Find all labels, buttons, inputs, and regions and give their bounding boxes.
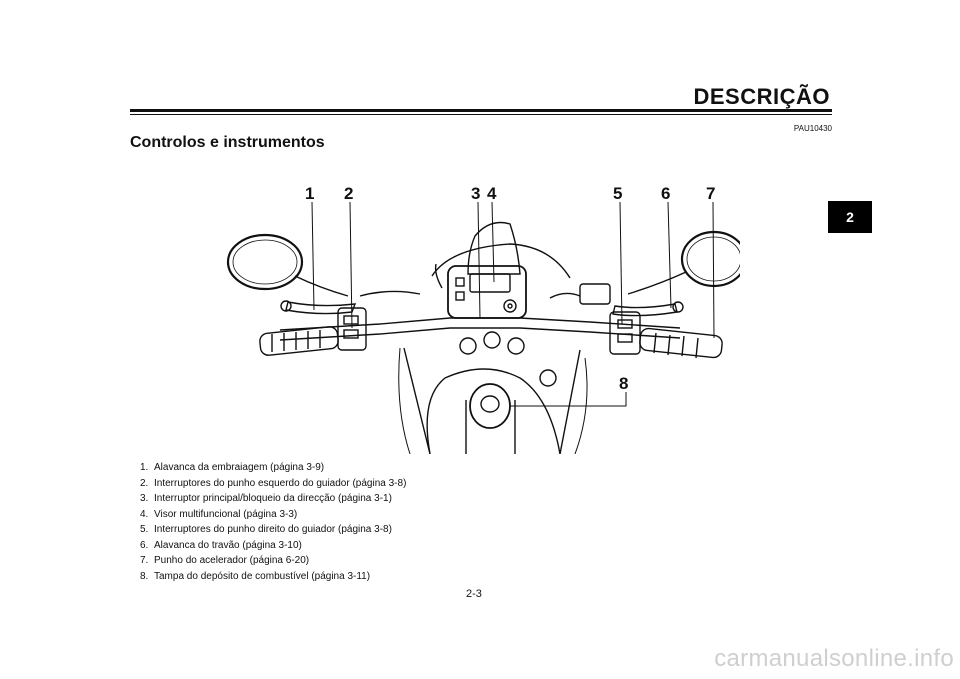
callout-7: 7 [706, 184, 715, 203]
parts-legend: 1.Alavanca da embraiagem (página 3-9) 2.… [140, 460, 406, 584]
legend-item: 6.Alavanca do travão (página 3-10) [140, 539, 302, 551]
instrument-cluster [447, 265, 527, 319]
page-header-title: DESCRIÇÃO [693, 84, 830, 109]
legend-item: 5.Interruptores do punho direito do guia… [140, 524, 392, 535]
legend-item: 7.Punho do acelerador (página 6-20) [140, 555, 310, 566]
right-mirror-stem [627, 271, 687, 295]
legend-item: 4.Visor multifuncional (página 3-3) [140, 508, 298, 520]
brake-reservoir [579, 283, 611, 305]
callout-6: 6 [661, 184, 670, 203]
watermark: carmanualsonline.info [714, 645, 954, 672]
motorcycle-controls-illustration: 1 2 3 4 5 6 7 8 [220, 178, 748, 455]
callout-4: 4 [487, 184, 497, 203]
callout-2: 2 [344, 184, 353, 203]
chapter-tab: 2 [828, 201, 872, 233]
left-grip [259, 326, 339, 356]
legend-item: 2.Interruptores do punho esquerdo do gui… [140, 477, 407, 489]
legend-item: 8.Tampa do depósito de combustível (pági… [140, 570, 371, 582]
main-switch [459, 337, 477, 355]
brake-lever [612, 303, 678, 317]
legend-item: 3.Interruptor principal/bloqueio da dire… [140, 493, 392, 504]
right-switch-housing [609, 311, 641, 355]
header-rule-thick [130, 109, 832, 112]
right-grip [639, 327, 723, 359]
right-mirror [680, 230, 748, 288]
legend-item: 1.Alavanca da embraiagem (página 3-9) [140, 462, 325, 473]
section-title: Controlos e instrumentos [130, 134, 325, 151]
callout-5: 5 [613, 184, 622, 203]
callout-3: 3 [471, 184, 480, 203]
header-rule-thin [130, 114, 832, 115]
headlight-cowl [467, 221, 521, 275]
fuel-tank-cap [469, 383, 511, 429]
left-mirror-stem [294, 275, 349, 297]
fuel-tank [426, 368, 561, 455]
callout-8: 8 [619, 374, 628, 393]
left-mirror [226, 233, 304, 291]
page-number: 2-3 [466, 588, 482, 600]
callout-1: 1 [305, 184, 314, 203]
document-code: PAU10430 [793, 124, 832, 133]
